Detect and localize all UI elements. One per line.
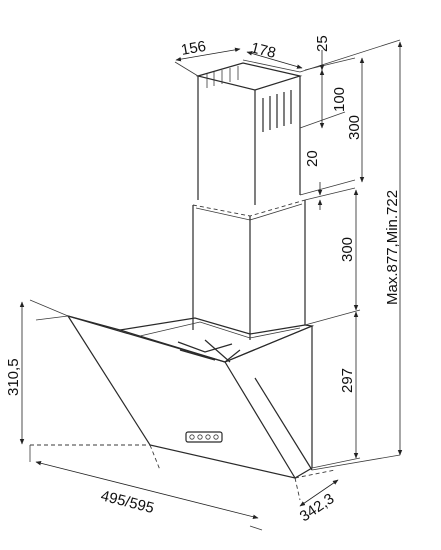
dim-body-height: 297 — [339, 368, 356, 393]
hood-body — [66, 314, 315, 479]
dim-max-min-height: Max.877,Min.722 — [384, 190, 401, 305]
dim-depth: 342,3 — [297, 490, 338, 525]
dim-grille-height: 100 — [331, 87, 348, 112]
dim-duct-width: 156 — [180, 38, 208, 59]
dim-overlap: 20 — [304, 150, 321, 167]
dim-top-offset: 25 — [314, 35, 331, 52]
vent-grille — [262, 90, 292, 132]
extension-lines — [29, 39, 401, 531]
dim-side-height: 310,5 — [5, 358, 22, 396]
dim-width: 495/595 — [99, 487, 156, 517]
chimney-duct — [192, 62, 306, 340]
control-buttons — [185, 431, 223, 443]
dim-lower-duct: 300 — [339, 237, 356, 262]
dim-duct-depth: 178 — [249, 39, 277, 62]
dimension-arrows — [19, 41, 403, 519]
dim-upper-duct: 300 — [346, 115, 363, 140]
